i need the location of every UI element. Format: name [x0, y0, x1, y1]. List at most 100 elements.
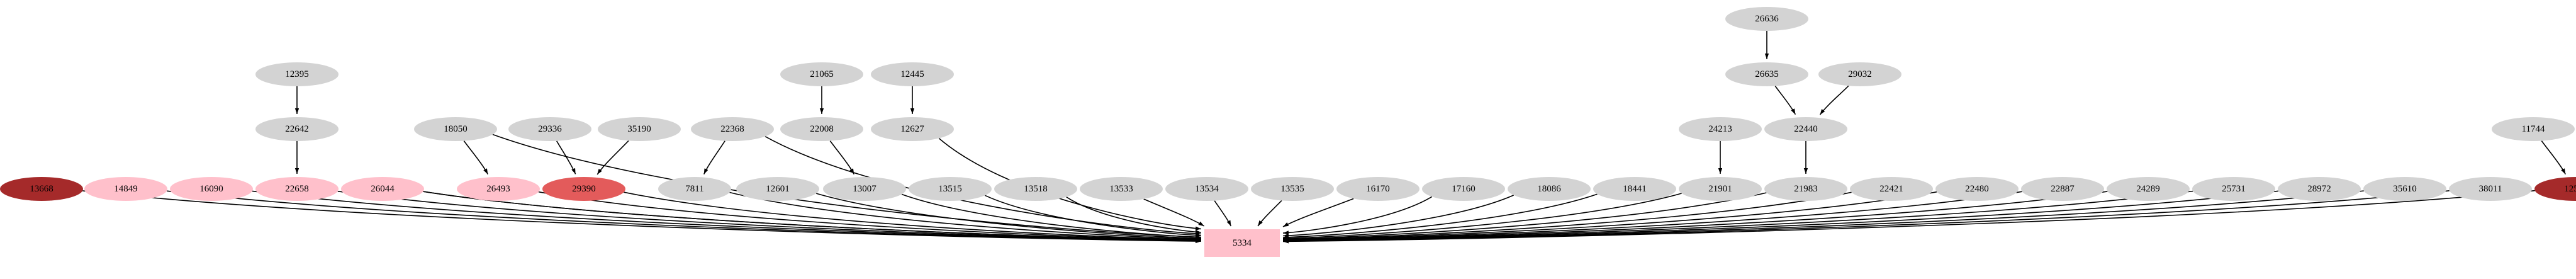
- graph-node-7811[interactable]: 7811: [658, 177, 731, 201]
- graph-node-11744[interactable]: 11744: [2492, 117, 2575, 141]
- graph-node-26493[interactable]: 26493: [457, 177, 540, 201]
- graph-node-29390[interactable]: 29390: [542, 177, 625, 201]
- graph-node-label: 14849: [114, 183, 138, 194]
- graph-node-21983[interactable]: 21983: [1764, 177, 1847, 201]
- graph-node-label: 18086: [1537, 183, 1561, 194]
- graph-edge: [764, 135, 1202, 236]
- graph-node-12395[interactable]: 12395: [255, 62, 339, 86]
- graph-node-22887[interactable]: 22887: [2021, 177, 2104, 201]
- graph-edge: [538, 191, 1202, 242]
- graph-edge: [1819, 85, 1849, 115]
- graph-node-22421[interactable]: 22421: [1850, 177, 1933, 201]
- graph-node-18086[interactable]: 18086: [1508, 177, 1591, 201]
- graph-node-13515[interactable]: 13515: [909, 177, 992, 201]
- graph-node-22658[interactable]: 22658: [255, 177, 339, 201]
- graph-node-17160[interactable]: 17160: [1422, 177, 1505, 201]
- graph-node-label: 13515: [938, 183, 962, 194]
- graph-node-14849[interactable]: 14849: [84, 177, 167, 201]
- graph-edge: [938, 137, 1202, 231]
- graph-edge: [1257, 200, 1282, 227]
- graph-node-13518[interactable]: 13518: [994, 177, 1077, 201]
- graph-node-label: 29032: [1848, 69, 1872, 79]
- graph-node-label: 7811: [685, 183, 704, 194]
- graph-node-12445[interactable]: 12445: [871, 62, 954, 86]
- graph-node-label: 35610: [2393, 183, 2417, 194]
- graph-edge: [1282, 191, 1852, 242]
- graph-node-label: 22368: [720, 123, 744, 134]
- graph-node-label: 13534: [1195, 183, 1219, 194]
- graph-edge: [423, 191, 1202, 242]
- graph-node-24289[interactable]: 24289: [2107, 177, 2190, 201]
- graph-node-label: 26636: [1755, 13, 1779, 24]
- graph-node-label: 22480: [1965, 183, 1989, 194]
- graph-edge: [703, 140, 725, 175]
- graph-node-label: 22440: [1794, 123, 1818, 134]
- graph-node-18441[interactable]: 18441: [1593, 177, 1676, 201]
- graph-node-26635[interactable]: 26635: [1725, 62, 1808, 86]
- graph-node-35190[interactable]: 35190: [598, 117, 681, 141]
- graph-node-label: 16170: [1366, 183, 1390, 194]
- graph-node-16090[interactable]: 16090: [170, 177, 253, 201]
- graph-node-label: 12445: [900, 69, 924, 79]
- graph-node-29032[interactable]: 29032: [1818, 62, 1901, 86]
- graph-node-22368[interactable]: 22368: [691, 117, 774, 141]
- graph-edge: [1143, 198, 1205, 227]
- graph-edge: [337, 190, 1202, 243]
- graph-node-label: 29390: [572, 183, 596, 194]
- graph-node-22440[interactable]: 22440: [1764, 117, 1847, 141]
- graph-edge: [729, 191, 1202, 241]
- graph-node-25731[interactable]: 25731: [2192, 177, 2275, 201]
- graph-node-label: 21901: [1708, 183, 1732, 194]
- graph-edge: [1282, 193, 1598, 239]
- graph-node-label: 12601: [766, 183, 790, 194]
- graph-edge: [2541, 140, 2567, 175]
- graph-node-21065[interactable]: 21065: [780, 62, 863, 86]
- graph-edge: [1282, 196, 1433, 235]
- graph-node-29336[interactable]: 29336: [508, 117, 591, 141]
- graph-node-24213[interactable]: 24213: [1679, 117, 1762, 141]
- graph-node-22642[interactable]: 22642: [255, 117, 339, 141]
- graph-node-18050[interactable]: 18050: [414, 117, 497, 141]
- graph-node-26636[interactable]: 26636: [1725, 7, 1808, 31]
- graph-node-label: 12395: [285, 69, 309, 79]
- graph-edge: [556, 140, 576, 174]
- graph-node-13668[interactable]: 13668: [0, 177, 83, 201]
- graph-node-35610[interactable]: 35610: [2363, 177, 2446, 201]
- graph-node-5334[interactable]: 5334: [1204, 229, 1280, 257]
- graph-node-12627[interactable]: 12627: [871, 117, 954, 141]
- graph-edge: [815, 193, 1202, 241]
- graph-node-label: 12627: [900, 123, 924, 134]
- graph-node-label: 22658: [285, 183, 309, 194]
- graph-edge: [1282, 191, 1937, 242]
- graph-node-label: 22887: [2051, 183, 2075, 194]
- graph-node-label: 13535: [1280, 183, 1304, 194]
- graph-node-label: 13518: [1024, 183, 1048, 194]
- graph-node-label: 26044: [371, 183, 395, 194]
- graph-node-26044[interactable]: 26044: [341, 177, 424, 201]
- graph-edge: [1214, 200, 1232, 227]
- graph-node-13007[interactable]: 13007: [823, 177, 906, 201]
- graph-edge: [1282, 190, 2535, 244]
- graph-edge: [624, 191, 1202, 242]
- graph-edge: [1774, 86, 1796, 115]
- graph-node-13535[interactable]: 13535: [1251, 177, 1334, 201]
- graph-node-label: 12555: [2564, 183, 2576, 194]
- graph-node-label: 35190: [627, 123, 651, 134]
- graph-node-label: 18441: [1623, 183, 1647, 194]
- graph-node-13533[interactable]: 13533: [1080, 177, 1163, 201]
- graph-node-16170[interactable]: 16170: [1336, 177, 1420, 201]
- graph-node-22480[interactable]: 22480: [1935, 177, 2019, 201]
- graph-node-label: 22642: [285, 123, 309, 134]
- graph-node-12601[interactable]: 12601: [736, 177, 819, 201]
- graph-node-label: 22008: [810, 123, 834, 134]
- graph-node-22008[interactable]: 22008: [780, 117, 863, 141]
- graph-edge: [1282, 192, 1767, 241]
- graph-node-label: 24213: [1708, 123, 1732, 134]
- graph-node-13534[interactable]: 13534: [1165, 177, 1248, 201]
- graph-node-28972[interactable]: 28972: [2278, 177, 2361, 201]
- graph-edge: [463, 140, 489, 175]
- graph-node-21901[interactable]: 21901: [1679, 177, 1762, 201]
- graph-node-38011[interactable]: 38011: [2449, 177, 2532, 201]
